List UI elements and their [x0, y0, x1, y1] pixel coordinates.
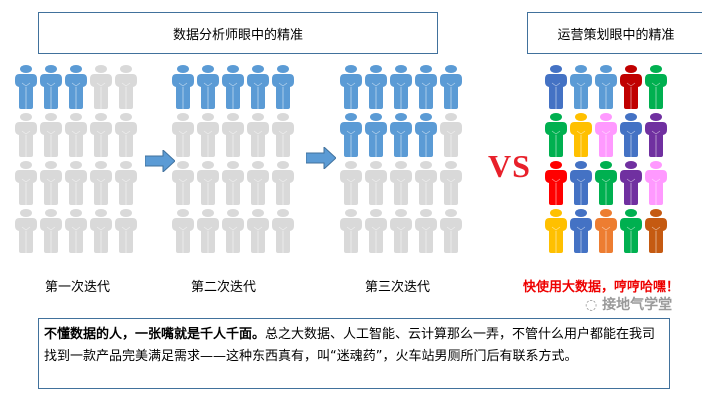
person-icon — [65, 113, 87, 157]
person-icon — [440, 161, 462, 205]
person-icon — [340, 161, 362, 205]
person-icon — [365, 113, 387, 157]
note-bold: 不懂数据的人，一张嘴就是千人千面。 — [44, 327, 266, 342]
person-icon — [90, 161, 112, 205]
person-icon — [645, 209, 667, 253]
person-icon — [595, 113, 617, 157]
person-icon — [272, 209, 294, 253]
person-icon — [247, 113, 269, 157]
person-icon — [620, 113, 642, 157]
person-icon — [545, 161, 567, 205]
person-icon — [545, 209, 567, 253]
person-icon — [620, 161, 642, 205]
person-icon — [197, 161, 219, 205]
person-icon — [440, 209, 462, 253]
caption-iteration-3: 第三次迭代 — [365, 280, 431, 295]
vs-label: VS — [488, 148, 531, 184]
person-icon — [172, 161, 194, 205]
person-icon — [90, 209, 112, 253]
person-icon — [340, 65, 362, 109]
person-icon — [365, 209, 387, 253]
person-icon — [197, 209, 219, 253]
person-icon — [40, 209, 62, 253]
person-icon — [620, 209, 642, 253]
ops-title: 运营策划眼中的精准 — [557, 27, 675, 43]
arrow-right-icon — [306, 147, 336, 169]
note-box: 不懂数据的人，一张嘴就是千人千面。总之大数据、人工智能、云计算那么一弄，不管什么… — [38, 318, 670, 389]
person-icon — [15, 113, 37, 157]
person-icon — [222, 65, 244, 109]
analyst-title: 数据分析师眼中的精准 — [172, 27, 303, 43]
person-icon — [40, 161, 62, 205]
person-icon — [222, 209, 244, 253]
person-icon — [222, 161, 244, 205]
caption-ops: 快使用大数据，哼哼哈嘿！ — [523, 280, 680, 295]
person-icon — [390, 161, 412, 205]
person-icon — [340, 209, 362, 253]
person-icon — [570, 113, 592, 157]
person-icon — [415, 161, 437, 205]
person-icon — [595, 161, 617, 205]
person-icon — [65, 65, 87, 109]
person-icon — [115, 209, 137, 253]
person-icon — [115, 65, 137, 109]
person-icon — [440, 113, 462, 157]
person-icon — [415, 209, 437, 253]
person-icon — [545, 113, 567, 157]
person-icon — [247, 65, 269, 109]
person-icon — [415, 113, 437, 157]
person-icon — [390, 113, 412, 157]
person-icon — [247, 161, 269, 205]
person-icon — [172, 65, 194, 109]
note-text: 总之大数据、人工智能、云计算那么一弄，不管什么用户都能在我司找到一款产品完美满足… — [44, 327, 656, 364]
person-icon — [645, 65, 667, 109]
person-icon — [545, 65, 567, 109]
person-icon — [415, 65, 437, 109]
person-icon — [440, 65, 462, 109]
person-icon — [15, 161, 37, 205]
person-icon — [595, 209, 617, 253]
person-icon — [390, 209, 412, 253]
person-icon — [172, 113, 194, 157]
person-icon — [197, 65, 219, 109]
person-icon — [390, 65, 412, 109]
person-icon — [620, 65, 642, 109]
person-icon — [570, 161, 592, 205]
person-icon — [222, 113, 244, 157]
person-icon — [247, 209, 269, 253]
person-icon — [90, 113, 112, 157]
person-icon — [365, 161, 387, 205]
person-icon — [197, 113, 219, 157]
person-icon — [115, 113, 137, 157]
person-icon — [645, 113, 667, 157]
person-icon — [65, 209, 87, 253]
person-icon — [340, 113, 362, 157]
person-icon — [570, 209, 592, 253]
person-icon — [595, 65, 617, 109]
arrow-right-icon — [145, 150, 175, 172]
person-icon — [645, 161, 667, 205]
person-icon — [90, 65, 112, 109]
person-icon — [172, 209, 194, 253]
watermark-text: 接地气学堂 — [602, 297, 673, 313]
caption-iteration-2: 第二次迭代 — [191, 280, 257, 295]
person-icon — [40, 65, 62, 109]
person-icon — [570, 65, 592, 109]
person-icon — [15, 65, 37, 109]
person-icon — [272, 65, 294, 109]
watermark: ◌ 接地气学堂 — [585, 297, 673, 313]
person-icon — [115, 161, 137, 205]
person-icon — [15, 209, 37, 253]
person-icon — [40, 113, 62, 157]
person-icon — [365, 65, 387, 109]
person-icon — [272, 161, 294, 205]
person-icon — [65, 161, 87, 205]
caption-iteration-1: 第一次迭代 — [45, 280, 111, 295]
ops-title-box: 运营策划眼中的精准 — [527, 12, 702, 54]
analyst-title-box: 数据分析师眼中的精准 — [38, 12, 438, 54]
person-icon — [272, 113, 294, 157]
